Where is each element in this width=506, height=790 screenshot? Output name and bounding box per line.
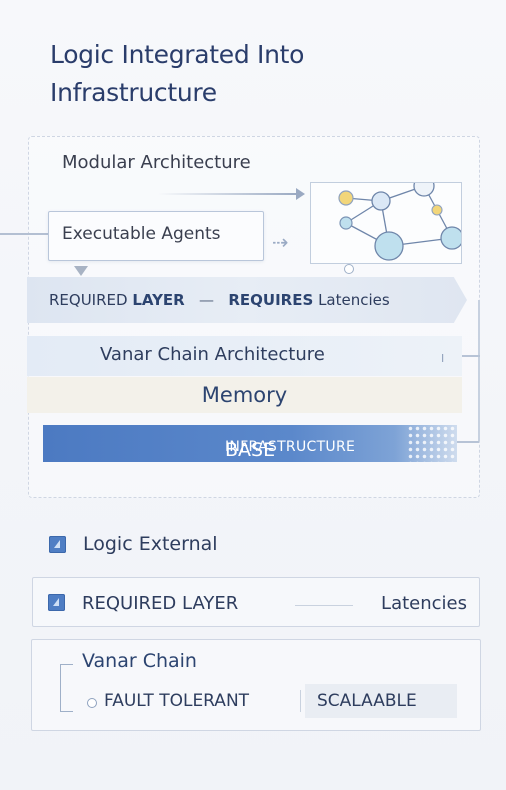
logic-external-label: Logic External xyxy=(83,533,218,555)
band-required: REQUIRED xyxy=(49,291,128,309)
band-layer: LAYER xyxy=(132,291,185,309)
flow-arrow-line xyxy=(158,193,298,195)
band-latencies: Latencies xyxy=(318,291,390,309)
modular-architecture-label: Modular Architecture xyxy=(62,152,251,173)
scalable-tag: SCALAABLE xyxy=(305,684,457,718)
fault-tolerant-label: FAULT TOLERANT xyxy=(104,691,250,711)
agents-arrow-icon: ⇢ xyxy=(272,230,289,254)
right-connector-vertical xyxy=(478,300,480,441)
executable-agents-box: Executable Agents xyxy=(48,211,264,261)
required-layer-legend-box: REQUIRED LAYER Latencies xyxy=(32,577,480,627)
memory-layer: Memory xyxy=(27,377,462,413)
legend-square-icon xyxy=(48,594,65,611)
title-line-1: Logic Integrated Into xyxy=(50,40,305,69)
network-anchor-dot xyxy=(344,264,354,274)
network-graph-icon xyxy=(310,182,462,264)
right-connector-bottom xyxy=(457,441,479,443)
scalable-label: SCALAABLE xyxy=(317,691,417,711)
vanar-chain-label: Vanar Chain xyxy=(82,650,197,672)
band-requires: REQUIRES xyxy=(228,291,314,309)
vanar-chain-legend-box: Vanar Chain FAULT TOLERANT SCALAABLE xyxy=(31,639,481,731)
legend-divider-line xyxy=(295,605,353,606)
left-connector-line xyxy=(0,233,48,235)
right-connector-top xyxy=(462,355,480,357)
required-layer-legend-label: REQUIRED LAYER xyxy=(82,593,238,614)
chain-separator xyxy=(300,690,301,712)
base-infrastructure-layer: BASE INFRASTRUCTURE xyxy=(43,425,457,462)
title-line-2: Infrastructure xyxy=(50,78,217,107)
infrastructure-label: INFRASTRUCTURE xyxy=(225,439,356,455)
vanar-chain-architecture-label: Vanar Chain Architecture xyxy=(100,344,325,365)
down-triangle-icon xyxy=(74,266,88,276)
required-layer-band: REQUIRED LAYER — REQUIRES Latencies xyxy=(27,277,467,323)
bullet-dot-icon xyxy=(87,698,97,708)
page-title: Logic Integrated Into Infrastructure xyxy=(50,36,470,112)
base-label: BASE xyxy=(225,439,276,461)
legend-layer: LAYER xyxy=(182,593,239,614)
band-dash: — xyxy=(199,291,215,309)
memory-label: Memory xyxy=(201,383,288,407)
mesh-pattern xyxy=(407,425,457,462)
executable-agents-label: Executable Agents xyxy=(62,224,221,244)
vanar-chain-architecture-layer: Vanar Chain Architecture xyxy=(27,336,462,376)
bracket-connector xyxy=(60,664,73,712)
architecture-marker: I xyxy=(441,352,445,365)
arrow-right-icon xyxy=(296,188,305,200)
legend-square-icon xyxy=(49,536,66,553)
legend-required: REQUIRED xyxy=(82,593,177,614)
required-layer-text: REQUIRED LAYER — REQUIRES Latencies xyxy=(49,291,390,309)
legend-latencies-label: Latencies xyxy=(381,593,467,614)
